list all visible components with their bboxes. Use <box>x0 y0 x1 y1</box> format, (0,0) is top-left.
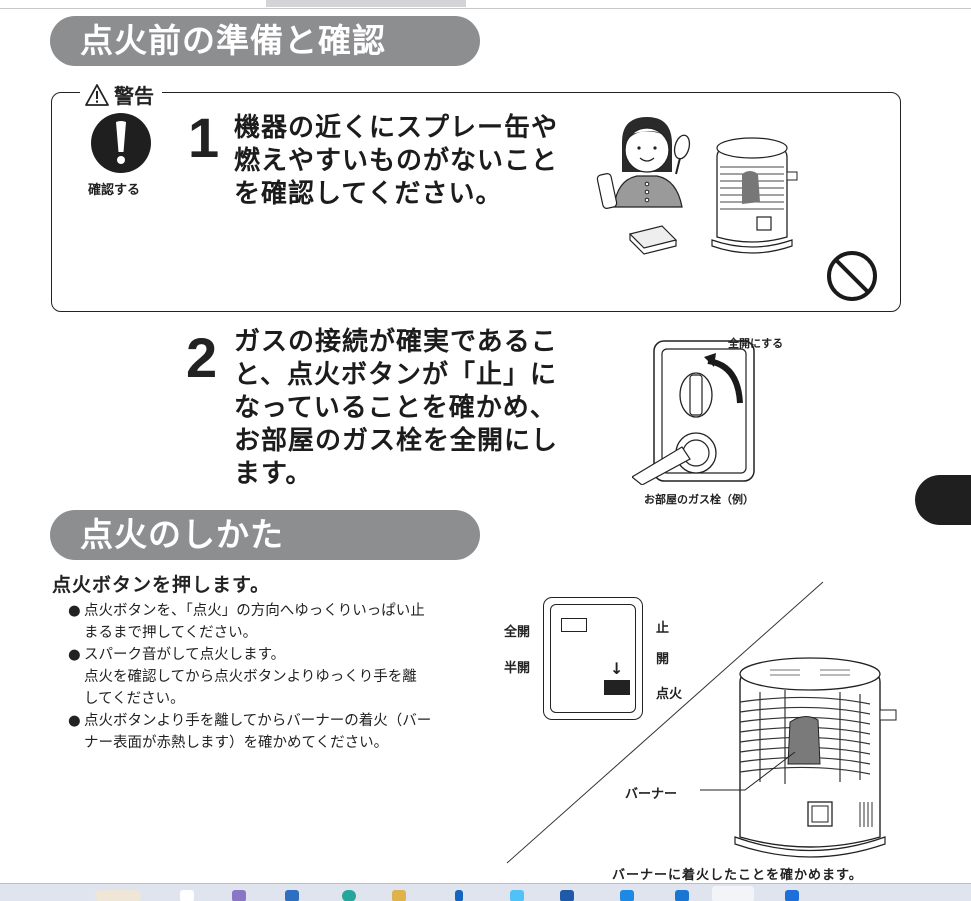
step-number-1: 1 <box>188 106 220 169</box>
taskbar-app-icon[interactable] <box>785 890 799 901</box>
scroll-thumb[interactable] <box>266 0 466 7</box>
heater-burner-illustration <box>700 657 897 858</box>
taskbar-app-icon[interactable] <box>620 890 634 901</box>
taskbar <box>0 883 971 901</box>
step-2-line: なっていることを確かめ、 <box>234 393 557 423</box>
step-2-line: と、点火ボタンが「止」に <box>234 360 557 390</box>
taskbar-app-icon[interactable] <box>342 890 356 901</box>
bullet-line: 点火ボタンを、「点火」の方向へゆっくりいっぱい止 <box>84 603 425 619</box>
burner-label: バーナー <box>625 787 678 802</box>
ignition-bullets: ● 点火ボタンを、「点火」の方向へゆっくりいっぱい止 まるまで押してください。 … <box>68 600 488 754</box>
exclamation-circle-icon <box>91 113 151 173</box>
warning-box <box>51 92 901 312</box>
step-2-line: お部屋のガス栓を全開にし <box>234 426 559 456</box>
ignition-heading: 点火ボタンを押します。 <box>52 574 271 596</box>
bullet-item: ● 点火ボタンより手を離してからバーナーの着火（バー ナー表面が赤熱します）を確… <box>68 710 488 754</box>
prohibited-icon <box>827 251 877 301</box>
panel-label-open: 開 <box>656 652 670 667</box>
step-number-2: 2 <box>186 326 218 389</box>
taskbar-app-icon[interactable] <box>455 890 463 901</box>
step-1-line: 燃えやすいものがないこと <box>234 146 559 176</box>
control-panel-diagram: ↓ <box>543 597 643 720</box>
bullet-line: 点火を確認してから点火ボタンよりゆっくり手を離 <box>84 669 417 685</box>
woman-and-heater-illustration <box>596 117 798 255</box>
bullet-line: してください。 <box>84 691 185 707</box>
step-2-text: ガスの接続が確実であるこ と、点火ボタンが「止」に なっていることを確かめ、 お… <box>234 326 584 491</box>
panel-window <box>561 618 587 632</box>
bullet-item: ● 点火ボタンを、「点火」の方向へゆっくりいっぱい止 まるまで押してください。 <box>68 600 488 644</box>
gas-valve-caption: お部屋のガス栓（例） <box>644 493 754 506</box>
bullet-line: ナー表面が赤熱します）を確かめてください。 <box>84 735 389 751</box>
gas-valve-illustration <box>632 340 755 485</box>
bullet-dot-icon: ● <box>68 603 81 619</box>
step-2-line: ガスの接続が確実であるこ <box>234 327 558 357</box>
taskbar-search-icon[interactable] <box>95 890 141 901</box>
down-arrow-icon: ↓ <box>610 659 624 678</box>
panel-label-half-open: 半開 <box>504 661 531 676</box>
taskbar-app-icon[interactable] <box>285 890 299 901</box>
step-2-line: ます。 <box>234 459 313 489</box>
top-scrollbar[interactable] <box>0 0 971 9</box>
panel-label-full-open: 全開 <box>504 625 531 640</box>
taskbar-app-icon[interactable] <box>675 890 689 901</box>
full-open-caption: 全開にする <box>728 337 784 350</box>
burner-ignition-caption: バーナーに着火したことを確かめます。 <box>612 868 863 883</box>
bullet-dot-icon: ● <box>68 647 81 663</box>
taskbar-app-icon[interactable] <box>510 890 524 901</box>
panel-label-stop: 止 <box>656 621 670 636</box>
taskbar-app-icon[interactable] <box>232 890 246 901</box>
section-title-preparation: 点火前の準備と確認 <box>50 16 480 66</box>
section-title-ignition: 点火のしかた <box>50 510 480 560</box>
bullet-line: まるまで押してください。 <box>84 625 258 641</box>
taskbar-folder-icon[interactable] <box>392 890 406 901</box>
taskbar-app-icon[interactable] <box>560 890 574 901</box>
confirm-label: 確認する <box>88 183 141 198</box>
chapter-side-tab[interactable] <box>915 475 971 525</box>
diagonal-divider <box>506 581 824 864</box>
warning-label: 警告 <box>114 84 154 108</box>
step-1-text: 機器の近くにスプレー缶や 燃えやすいものがないこと を確認してください。 <box>234 112 584 211</box>
step-1-line: を確認してください。 <box>234 179 503 209</box>
panel-inner <box>550 604 636 713</box>
taskbar-active-app[interactable] <box>712 886 754 901</box>
bullet-line: スパーク音がして点火します。 <box>84 647 286 663</box>
bullet-item: ● スパーク音がして点火します。 点火を確認してから点火ボタンよりゆっくり手を離… <box>68 644 488 710</box>
taskbar-app-icon[interactable] <box>180 890 194 901</box>
warning-legend: 警告 <box>80 80 162 109</box>
panel-label-ignite: 点火 <box>656 687 683 702</box>
warning-triangle-icon <box>85 83 109 106</box>
bullet-line: 点火ボタンより手を離してからバーナーの着火（バー <box>84 713 432 729</box>
bullet-dot-icon: ● <box>68 713 81 729</box>
step-1-line: 機器の近くにスプレー缶や <box>234 113 559 143</box>
ignition-button <box>604 680 630 695</box>
